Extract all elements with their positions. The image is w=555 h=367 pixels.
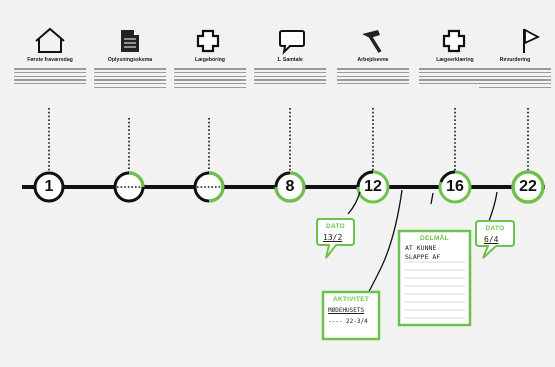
dato-note-1 (316, 218, 355, 259)
house-icon (35, 27, 65, 53)
milestone-desc-6 (419, 66, 491, 87)
dato-label-2: DATO (485, 225, 505, 232)
document-icon (121, 30, 139, 52)
milestone-title-1: Første fraværsdag (27, 57, 73, 63)
milestone-title-5: Arbejdsevne (357, 57, 389, 63)
dato-label-1: DATO (325, 223, 345, 230)
milestone-desc-3 (174, 66, 246, 90)
milestone-desc-5 (337, 66, 409, 87)
medical-cross-icon (196, 29, 220, 53)
milestone-number-16: 16 (446, 178, 464, 195)
delmal-box (397, 229, 472, 327)
milestone-22 (511, 170, 545, 204)
flag-icon (523, 28, 541, 53)
medical-cross-icon (442, 29, 466, 53)
dotted-connectors (48, 108, 529, 172)
milestone-title-4: 1. Samtale (277, 57, 303, 63)
milestone-desc-7 (479, 66, 551, 90)
aktivitet-line-1: MØDEHUSETS (328, 307, 365, 314)
milestone-title-2: Oplysningsskema (107, 57, 153, 63)
milestone-number-1: 1 (44, 178, 54, 195)
milestone-desc-1 (14, 66, 86, 87)
delmal-line-1: AT KUNNE (405, 244, 437, 252)
dato-value-1: 13/2 (323, 233, 343, 242)
milestone-16 (438, 170, 472, 204)
milestone-3 (193, 171, 225, 203)
milestone-desc-4 (254, 66, 326, 87)
speech-bubble-icon (279, 30, 305, 55)
milestone-number-22: 22 (519, 178, 537, 195)
milestone-title-7: Revurdering (499, 57, 531, 63)
aktivitet-label: AKTIVITET (332, 296, 370, 303)
dato-note-2 (475, 220, 515, 259)
milestone-8 (274, 171, 306, 203)
aktivitet-box (321, 290, 381, 341)
delmal-line-2: SLAPPE AF (405, 253, 441, 261)
dato-value-2: 6/4 (484, 235, 499, 244)
milestone-number-12: 12 (364, 178, 382, 195)
milestone-desc-2 (94, 66, 166, 90)
milestone-12 (356, 170, 390, 204)
milestone-title-6: Lægeerklæring (436, 57, 474, 63)
hammer-icon (362, 30, 382, 53)
milestone-2 (113, 171, 145, 203)
milestone-1 (33, 171, 65, 203)
callout-lines (347, 189, 498, 294)
milestone-title-3: Lægeboring (195, 57, 225, 63)
aktivitet-line-2: ---- 22-3/4 (328, 318, 368, 325)
milestone-number-8: 8 (285, 178, 295, 195)
delmal-label: DELMÅL (420, 235, 449, 242)
